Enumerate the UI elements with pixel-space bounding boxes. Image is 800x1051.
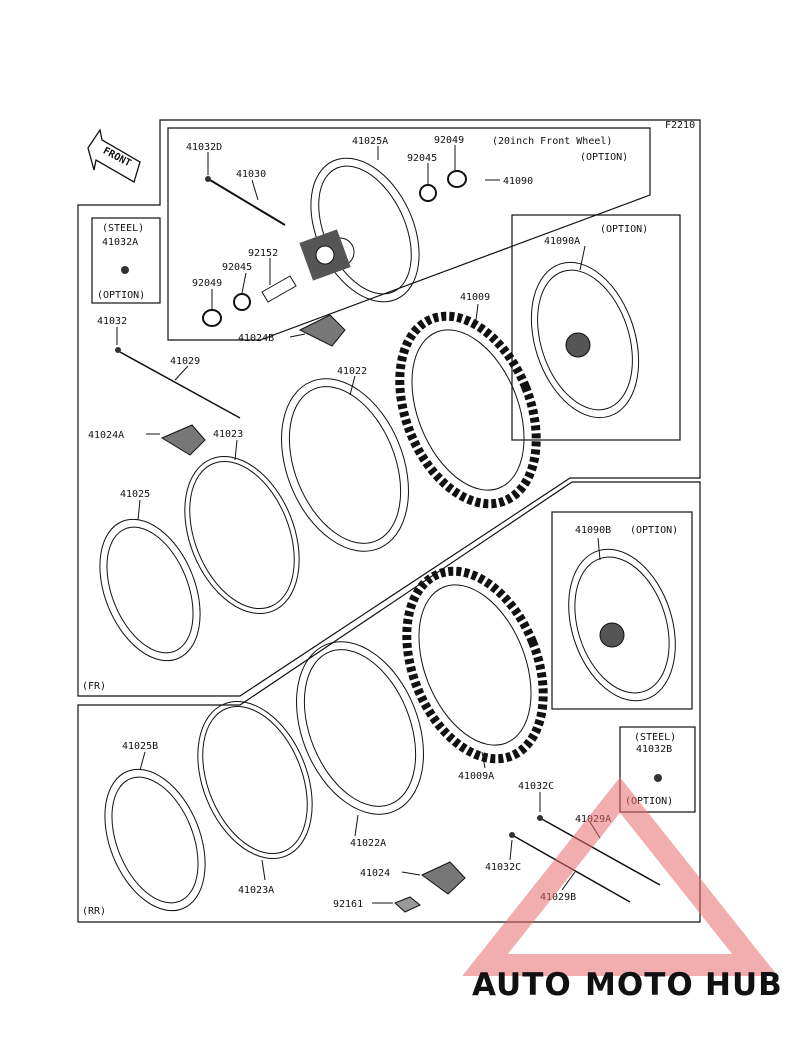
watermark-moto: MOTO <box>585 967 694 1003</box>
option-20in-frame <box>167 127 651 341</box>
section-rear-label: (RR) <box>82 906 106 917</box>
option-20in-title: (20inch Front Wheel) <box>492 136 612 147</box>
watermark-auto: AUTO <box>472 967 572 1003</box>
tire-41009 <box>395 311 541 509</box>
part-41025a-label: 41025A <box>352 136 388 147</box>
part-92049-low-label: 92049 <box>192 278 222 289</box>
part-41090b-label: 41090B <box>575 525 611 536</box>
part-41032b-label: 41032B <box>636 744 672 755</box>
option-41090b-tag: (OPTION) <box>630 525 678 536</box>
seal-92049-top-icon <box>447 170 467 188</box>
part-41009a-label: 41009A <box>458 771 494 782</box>
part-41025b-label: 41025B <box>122 741 158 752</box>
wheel-41090b <box>568 548 676 702</box>
outer-frame-rear <box>77 481 701 923</box>
tube-41022 <box>281 378 409 552</box>
front-arrow-icon: FRONT <box>87 128 141 183</box>
part-92152-label: 92152 <box>248 248 278 259</box>
section-front-label: (FR) <box>82 681 106 692</box>
nipple-41032a-icon <box>121 266 129 274</box>
part-41032d-label: 41032D <box>186 142 222 153</box>
wheel-41025a <box>299 157 420 303</box>
figure-code: F2210 <box>665 120 695 131</box>
tube-41022a <box>296 641 424 815</box>
part-92049-top-label: 92049 <box>434 135 464 146</box>
part-41032a-label: 41032A <box>102 237 138 248</box>
spoke-41029-icon <box>115 347 241 419</box>
rim-band-41024b-icon <box>298 314 346 347</box>
nipple-41032b-icon <box>654 774 662 782</box>
part-92045-top-label: 92045 <box>407 153 437 164</box>
automotohub-logo <box>462 777 778 976</box>
part-41090a-label: 41090A <box>544 236 580 247</box>
rim-band-41024a-icon <box>160 424 206 456</box>
steel-41032a-frame <box>91 217 161 304</box>
part-41024a-label: 41024A <box>88 430 124 441</box>
part-41032c-low-label: 41032C <box>485 862 521 873</box>
bearing-92045-low-icon <box>233 293 251 311</box>
rim-41025b <box>104 768 206 912</box>
part-41090-label: 41090 <box>503 176 533 187</box>
rim-41025 <box>99 518 201 662</box>
tire-41009a <box>402 566 548 764</box>
part-41023a-label: 41023A <box>238 885 274 896</box>
rim-strip-41023a <box>197 701 313 859</box>
part-41032c-top-label: 41032C <box>518 781 554 792</box>
steel-41032b-tag: (STEEL) <box>634 732 676 743</box>
wheel-41090a <box>530 261 640 419</box>
option-20in-tag: (OPTION) <box>580 152 628 163</box>
part-41024b-label: 41024B <box>238 333 274 344</box>
seal-92049-low-icon <box>202 309 222 327</box>
rim-strip-41023 <box>184 456 300 614</box>
bearing-92045-top-icon <box>419 184 437 202</box>
part-41009-label: 41009 <box>460 292 490 303</box>
part-92045-low-label: 92045 <box>222 262 252 273</box>
collar-92152-icon <box>261 275 297 303</box>
part-41030-label: 41030 <box>236 169 266 180</box>
steel-41032a-tag: (STEEL) <box>102 223 144 234</box>
leader-lines <box>116 145 601 904</box>
outer-frame-front <box>77 119 701 697</box>
option-41090a-frame <box>511 214 681 441</box>
axle-41030-icon <box>205 176 286 226</box>
watermark-hub: HUB <box>705 967 783 1003</box>
part-41029b-label: 41029B <box>540 892 576 903</box>
option-41090a-tag: (OPTION) <box>600 224 648 235</box>
option-41032b-tag: (OPTION) <box>625 796 673 807</box>
part-41024-label: 41024 <box>360 868 390 879</box>
part-41022a-label: 41022A <box>350 838 386 849</box>
part-41032-label: 41032 <box>97 316 127 327</box>
part-41023-label: 41023 <box>213 429 243 440</box>
steel-41032b-frame <box>619 726 696 813</box>
option-41032a-tag: (OPTION) <box>97 290 145 301</box>
rim-band-41024-icon <box>421 861 466 895</box>
part-41025-label: 41025 <box>120 489 150 500</box>
patch-92161-icon <box>394 896 421 913</box>
option-41090b-frame <box>551 511 693 710</box>
part-92161-label: 92161 <box>333 899 363 910</box>
part-41029-label: 41029 <box>170 356 200 367</box>
part-41022-label: 41022 <box>337 366 367 377</box>
